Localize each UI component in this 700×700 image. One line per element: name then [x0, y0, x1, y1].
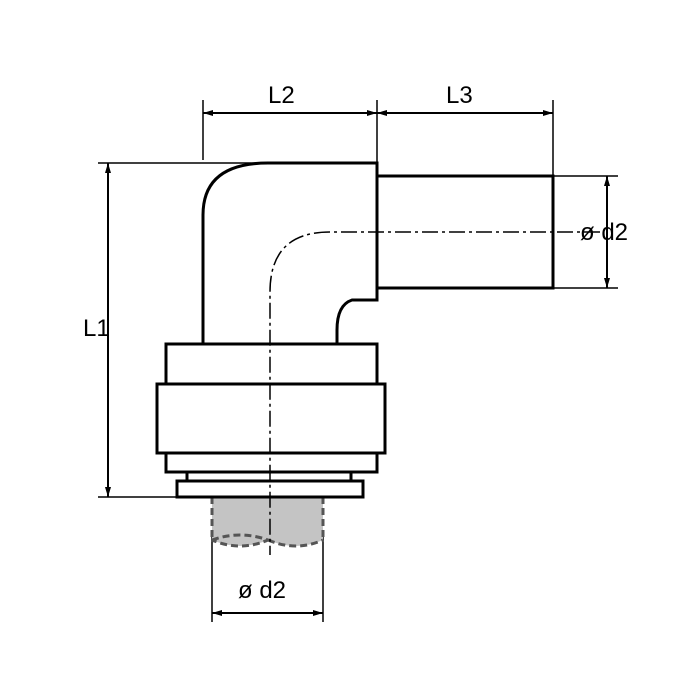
fitting-body	[155, 161, 555, 499]
dimension-label-l2: L2	[268, 82, 295, 109]
dimension-label-l1: L1	[83, 315, 110, 342]
dimension-label-d2-right: ø d2	[580, 219, 628, 246]
dimension-lines	[105, 110, 610, 616]
dimension-label-d2-bottom: ø d2	[238, 577, 286, 604]
centerlines	[269, 231, 600, 555]
dimension-label-l3: L3	[446, 82, 473, 109]
inserted-tube	[210, 497, 325, 548]
